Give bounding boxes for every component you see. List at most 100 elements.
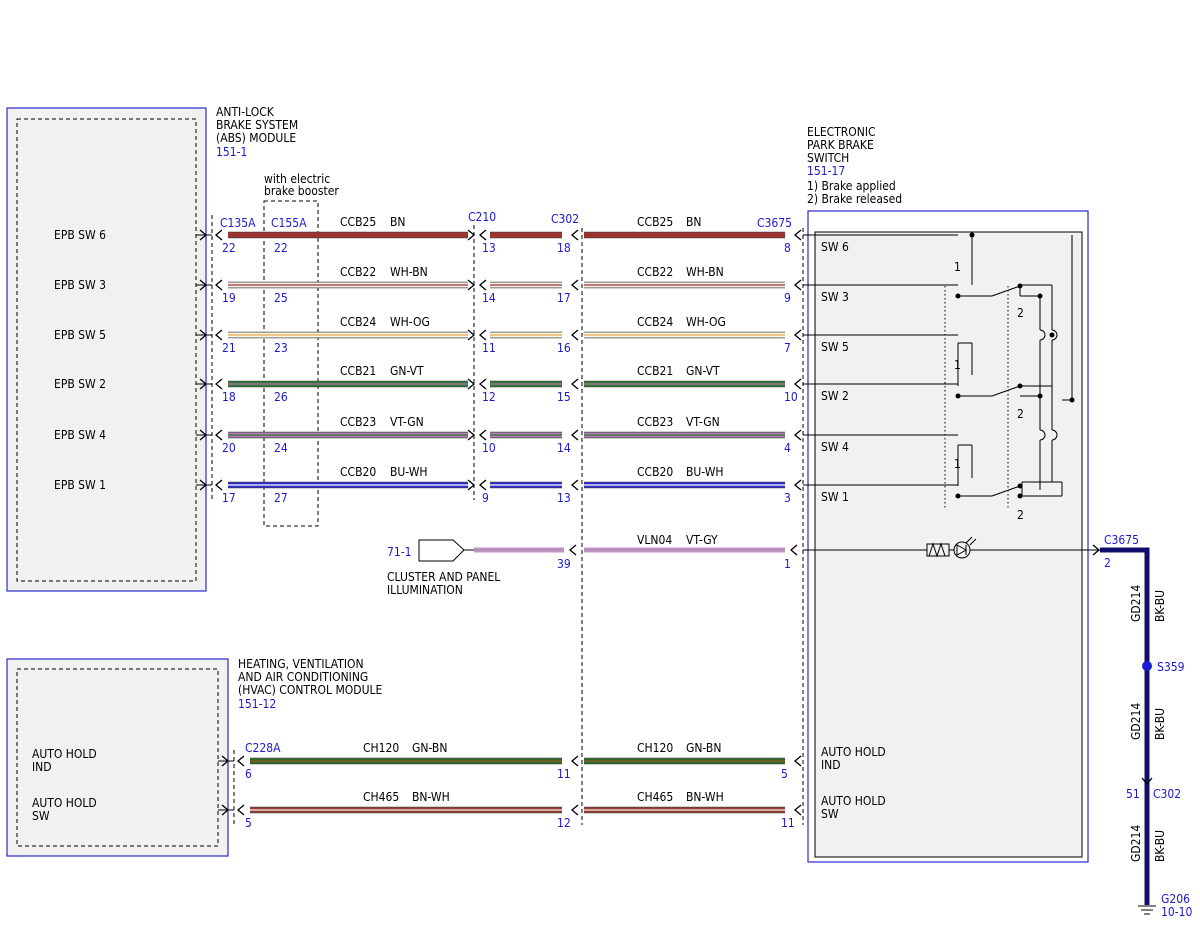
c302-arrow: [570, 279, 579, 291]
c210-arrow: [467, 429, 476, 441]
c135a-arrow-right: [214, 329, 223, 341]
splice-dot[interactable]: [1142, 661, 1152, 671]
epb-switch[interactable]: [807, 210, 1089, 863]
c228a-arrow-right: [236, 804, 245, 816]
connector-c228a[interactable]: C228A: [245, 741, 281, 755]
c302-arrow: [570, 479, 579, 491]
pin-c135a: 17: [222, 491, 236, 505]
c210-arrow: [467, 479, 476, 491]
c135a-arrow-right: [214, 229, 223, 241]
abs-pin-label: EPB SW 3: [54, 278, 106, 292]
switch-terminal-label: AUTO HOLD: [821, 794, 886, 808]
c302-arrow: [570, 755, 579, 767]
epb-switch-ref[interactable]: 151-17: [807, 164, 845, 178]
ground-connector-arrow: [1092, 544, 1101, 556]
connector-c3675[interactable]: C3675: [757, 216, 792, 230]
circuit-color-code: WH-BN: [390, 265, 428, 279]
c210-arrow: [467, 378, 476, 390]
hvac-pin-label: AUTO HOLD: [32, 796, 97, 810]
abs-module-ref[interactable]: 151-1: [216, 145, 247, 159]
circuit-color-code: BN-WH: [686, 790, 724, 804]
circuit-number: CCB25: [637, 215, 673, 229]
connector-c302[interactable]: C302: [551, 212, 579, 226]
c135a-arrow: [199, 229, 208, 241]
c302-arrow: [570, 378, 579, 390]
abs-pin-label: EPB SW 4: [54, 428, 106, 442]
circuit-color-code: WH-BN: [686, 265, 724, 279]
connector-c135a[interactable]: C135A: [220, 216, 256, 230]
abs-module[interactable]: [6, 107, 207, 592]
circuit-number: CCB20: [340, 465, 376, 479]
c210-arrow-right: [478, 479, 487, 491]
circuit-number: CCB20: [637, 465, 673, 479]
hvac-ref[interactable]: 151-12: [238, 697, 276, 711]
pin-c210: 14: [482, 291, 496, 305]
ground-c302-label[interactable]: C302: [1153, 787, 1181, 801]
switch-terminal-label: SW 3: [821, 290, 849, 304]
epb-switch-note-2: 2) Brake released: [807, 192, 902, 206]
pin-c155a: 25: [274, 291, 288, 305]
connector-c210[interactable]: C210: [468, 210, 496, 224]
circuit-number: CCB23: [637, 415, 673, 429]
c135a-arrow-right: [214, 279, 223, 291]
pin-c210: 12: [482, 390, 496, 404]
illumination-connector-shape[interactable]: [418, 539, 465, 562]
pin-c210: 11: [482, 341, 496, 355]
pin-c3675: 7: [784, 341, 791, 355]
ground-c302-arrow: [1141, 777, 1153, 786]
switch-contact-dots: [955, 232, 1075, 499]
ground-circuit-1: GD214: [1129, 585, 1143, 622]
c210-arrow-right: [478, 429, 487, 441]
c210-arrow-right: [478, 329, 487, 341]
illumination-color-code: VT-GY: [686, 533, 718, 547]
circuit-number: CH120: [363, 741, 399, 755]
ground-id[interactable]: G206: [1161, 892, 1190, 906]
pin-c3675: 10: [784, 390, 798, 404]
pin-c302: 12: [557, 816, 571, 830]
connector-c155a[interactable]: C155A: [271, 216, 307, 230]
illumination-ref[interactable]: 71-1: [387, 545, 412, 559]
svg-text:2: 2: [1017, 407, 1024, 421]
c210-arrow: [467, 329, 476, 341]
hvac-pin-label: IND: [32, 760, 52, 774]
pin-c3675: 4: [784, 441, 791, 455]
hvac-title-3: (HVAC) CONTROL MODULE: [238, 683, 382, 697]
illumination-pin-c302: 39: [557, 557, 571, 571]
ground-color-1: BK-BU: [1153, 590, 1167, 622]
c135a-arrow-right: [214, 479, 223, 491]
epb-switch-title-1: ELECTRONIC: [807, 125, 876, 139]
ground-connector-label[interactable]: C3675: [1104, 533, 1139, 547]
pin-c228a: 6: [245, 767, 252, 781]
circuit-number: CCB24: [637, 315, 673, 329]
svg-text:1: 1: [954, 358, 961, 372]
abs-module-title-2: BRAKE SYSTEM: [216, 118, 298, 132]
pin-c155a: 26: [274, 390, 288, 404]
splice-label[interactable]: S359: [1157, 660, 1185, 674]
illumination-arrow-switch: [789, 544, 798, 556]
hvac-module[interactable]: [6, 658, 229, 857]
pin-c155a: 22: [274, 241, 288, 255]
circuit-color-code: VT-GN: [390, 415, 424, 429]
circuit-number: CCB23: [340, 415, 376, 429]
led-icon: [953, 536, 977, 559]
pin-c135a: 20: [222, 441, 236, 455]
pin-c210: 10: [482, 441, 496, 455]
illumination-circuit: VLN04: [637, 533, 672, 547]
ground-wire[interactable]: [1100, 547, 1150, 905]
svg-text:1: 1: [954, 260, 961, 274]
c210-arrow: [467, 229, 476, 241]
hvac-title-1: HEATING, VENTILATION: [238, 657, 364, 671]
hvac-title-2: AND AIR CONDITIONING: [238, 670, 368, 684]
ground-ref[interactable]: 10-10: [1161, 905, 1192, 919]
c228a-arrow: [221, 755, 230, 767]
abs-pin-label: EPB SW 2: [54, 377, 106, 391]
abs-pin-label: EPB SW 6: [54, 228, 106, 242]
c3675-arrow: [793, 229, 802, 241]
circuit-number: CCB22: [637, 265, 673, 279]
svg-text:1: 1: [954, 457, 961, 471]
c210-arrow-right: [478, 378, 487, 390]
pin-c302: 16: [557, 341, 571, 355]
circuit-color-code: WH-OG: [390, 315, 430, 329]
